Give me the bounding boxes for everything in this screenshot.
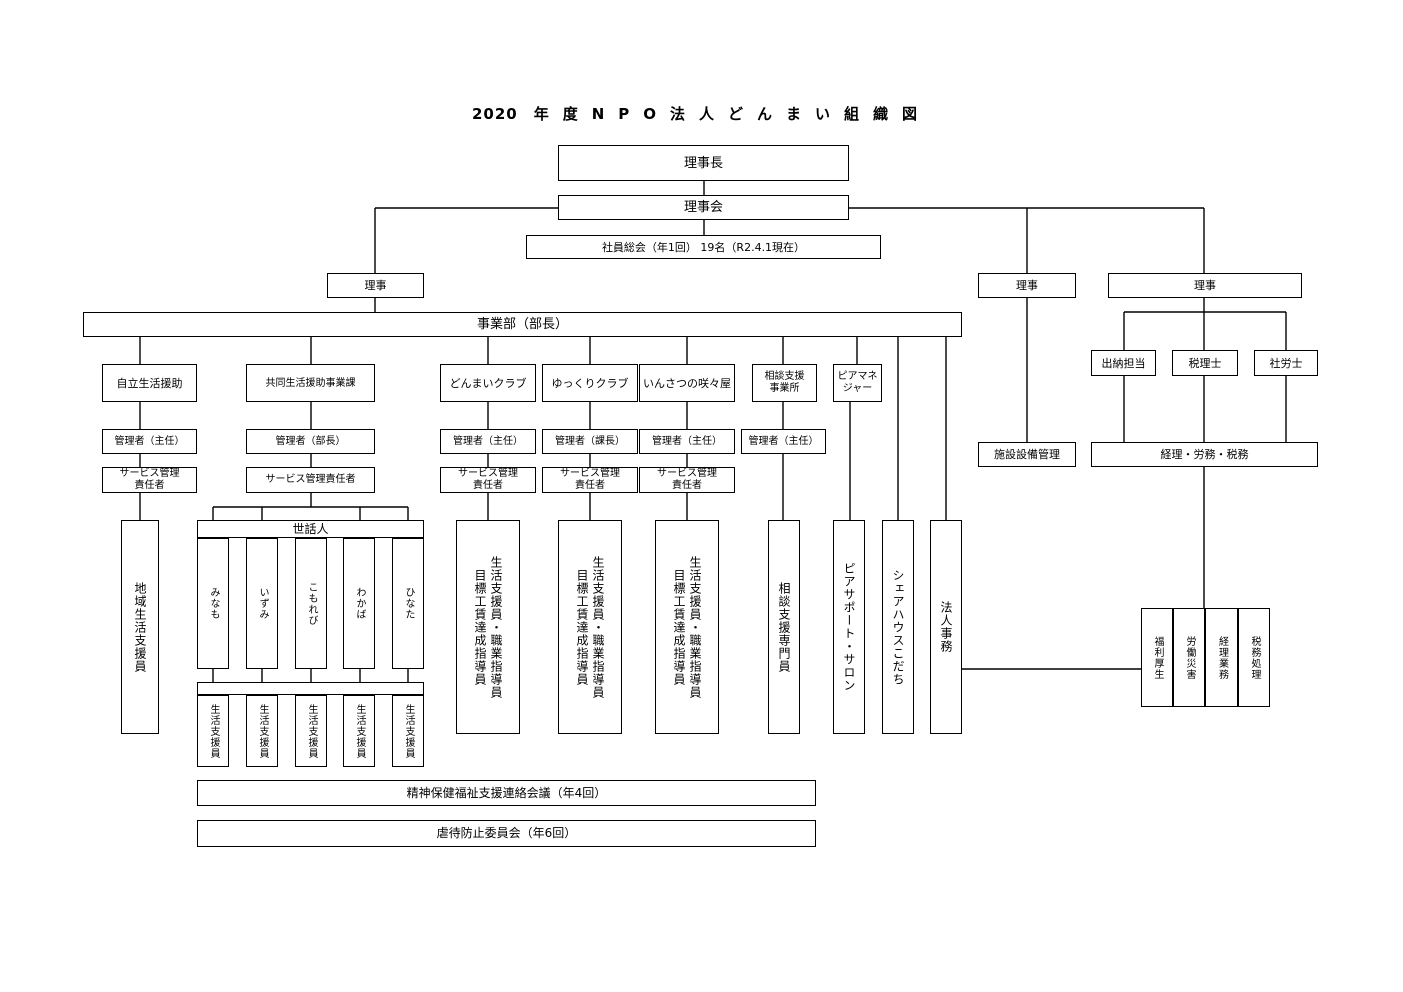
- manager-insatsu: 管理者（主任）: [639, 429, 735, 454]
- manager-group-home: 管理者（部長）: [246, 429, 375, 454]
- meeting-mental-health: 精神保健福祉支援連絡会議（年4回）: [197, 780, 816, 806]
- unit-donmai-club: どんまいクラブ: [440, 364, 536, 402]
- legal-office-box: 法人事務: [930, 520, 962, 734]
- tax-accountant-box: 税理士: [1172, 350, 1238, 376]
- meeting-abuse-prevention: 虐待防止委員会（年6回）: [197, 820, 816, 847]
- manager-yukkuri-club: 管理者（課長）: [542, 429, 638, 454]
- unit-consultation: 相談支援 事業所: [752, 364, 817, 402]
- staff-peer-salon: ピアサポート・サロン: [833, 520, 865, 734]
- staff-insatsu: 生活支援員・職業指導員目標工賃達成指導員: [655, 520, 719, 734]
- home-minamo: みなも: [197, 538, 229, 669]
- board-box: 理事会: [558, 195, 849, 220]
- staff-community-support: 地域生活支援員: [121, 520, 159, 734]
- home-staff-4: 生活支援員: [343, 695, 375, 767]
- service-manager-insatsu: サービス管理 責任者: [639, 467, 735, 493]
- admin-tax-processing: 税務処理: [1238, 608, 1270, 707]
- manager-consultation: 管理者（主任）: [741, 429, 826, 454]
- director-mid-box: 理事: [978, 273, 1076, 298]
- unit-peer-manager: ピアマネ ジャー: [833, 364, 882, 402]
- home-staff-5: 生活支援員: [392, 695, 424, 767]
- cashier-box: 出納担当: [1091, 350, 1156, 376]
- manager-donmai-club: 管理者（主任）: [440, 429, 536, 454]
- service-manager-independent-living: サービス管理 責任者: [102, 467, 197, 493]
- home-staff-3: 生活支援員: [295, 695, 327, 767]
- manager-independent-living: 管理者（主任）: [102, 429, 197, 454]
- unit-independent-living: 自立生活援助: [102, 364, 197, 402]
- home-wakaba: わかば: [343, 538, 375, 669]
- admin-welfare: 福利厚生: [1141, 608, 1173, 707]
- share-house-box: シェアハウスこだち: [882, 520, 914, 734]
- staff-donmai-club: 生活支援員・職業指導員目標工賃達成指導員: [456, 520, 520, 734]
- home-hinata: ひなた: [392, 538, 424, 669]
- division-box: 事業部（部長）: [83, 312, 962, 337]
- home-staff-1: 生活支援員: [197, 695, 229, 767]
- admin-accounting-work: 経理業務: [1205, 608, 1238, 707]
- unit-group-home: 共同生活援助事業課: [246, 364, 375, 402]
- home-staff-2: 生活支援員: [246, 695, 278, 767]
- facility-management-box: 施設設備管理: [978, 442, 1076, 467]
- home-staff-bar: [197, 682, 424, 695]
- staff-yukkuri-club: 生活支援員・職業指導員目標工賃達成指導員: [558, 520, 622, 734]
- service-manager-donmai-club: サービス管理 責任者: [440, 467, 536, 493]
- home-komorebi: こもれび: [295, 538, 327, 669]
- labor-consultant-box: 社労士: [1254, 350, 1318, 376]
- general-meeting-box: 社員総会（年1回） 19名（R2.4.1現在）: [526, 235, 881, 259]
- director-right-box: 理事: [1108, 273, 1302, 298]
- service-manager-yukkuri-club: サービス管理 責任者: [542, 467, 638, 493]
- unit-insatsu: いんさつの咲々屋: [639, 364, 735, 402]
- staff-consultation: 相談支援専門員: [768, 520, 800, 734]
- admin-labor-accident: 労働災害: [1173, 608, 1205, 707]
- director-left-box: 理事: [327, 273, 424, 298]
- unit-yukkuri-club: ゆっくりクラブ: [542, 364, 638, 402]
- accounting-box: 経理・労務・税務: [1091, 442, 1318, 467]
- caretaker-bar: 世話人: [197, 520, 424, 538]
- home-izumi: いずみ: [246, 538, 278, 669]
- service-manager-group-home: サービス管理責任者: [246, 467, 375, 493]
- chairman-box: 理事長: [558, 145, 849, 181]
